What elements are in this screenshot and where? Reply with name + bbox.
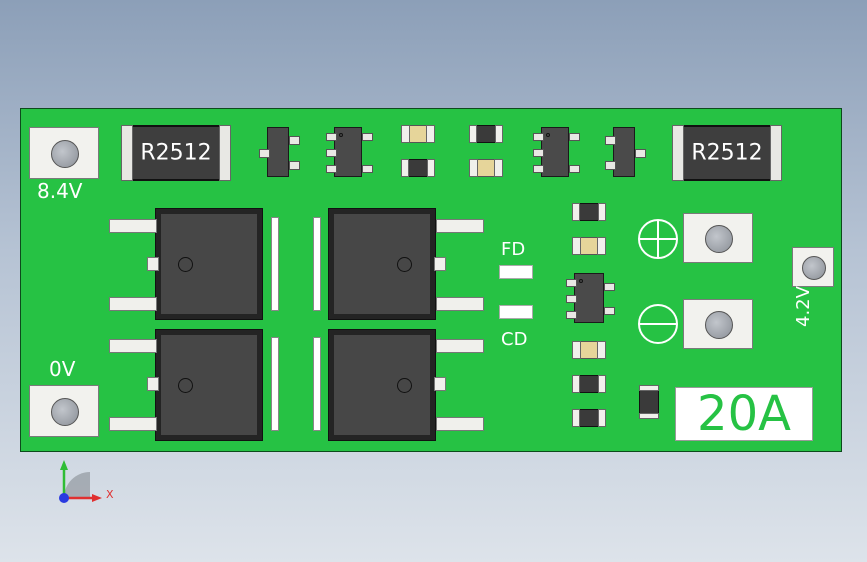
pad-minus [683,299,753,349]
capacitor-0603 [401,125,435,143]
led-fd [499,265,533,279]
capacitor-0603 [469,159,503,177]
mosfet-top-left [155,208,263,320]
sot23-right [613,127,635,177]
axis-triad-icon: X [59,460,114,503]
sot23-5-left [334,127,362,177]
ic-pin [569,165,580,173]
ic-pin [533,165,544,173]
sot23-left [267,127,289,177]
resistor-0603 [401,159,435,177]
mosfet-pin [436,297,484,311]
mosfet-pin [147,257,159,271]
mosfet-bottom-right [328,329,436,441]
mosfet-pin [436,339,484,353]
pcb-board: 8.4V 0V R2512 [20,108,842,452]
mosfet-tab [313,337,321,431]
mosfet-pin [109,339,157,353]
sot23-left-pin [259,149,270,158]
mosfet-pin [434,377,446,391]
sot23-5-right [541,127,569,177]
label-0v: 0V [49,357,76,381]
mosfet-pin [109,219,157,233]
resistor-r2512-left: R2512 [121,125,231,181]
ic-pin [362,165,373,173]
ic-pin [605,136,616,145]
label-8v4: 8.4V [37,179,83,203]
current-rating-label: 20A [697,386,791,442]
pad-plus [683,213,753,263]
label-4v2: 4.2V [793,286,814,327]
mosfet-pin [147,377,159,391]
ic-pin [604,283,615,291]
minus-circle-icon [638,304,678,344]
pad-8v4 [29,127,99,179]
mosfet-tab [271,217,279,311]
plus-circle-icon [638,219,678,259]
ic-pin [326,133,337,141]
ic-pin [533,133,544,141]
ic-pin [566,279,577,287]
resistor-0603 [572,409,606,427]
mosfet-pin [109,417,157,431]
mosfet-tab [313,217,321,311]
ic-pin [635,149,646,158]
label-fd: FD [501,239,526,260]
pad-4v2 [792,247,834,287]
mosfet-pin [109,297,157,311]
ic-pin [569,133,580,141]
resistor-0603 [469,125,503,143]
ic-pin [533,149,544,157]
ic-pin [605,161,616,170]
ic-pin [326,149,337,157]
mosfet-top-right [328,208,436,320]
sot23-left-pin [289,136,300,145]
mosfet-tab [271,337,279,431]
mosfet-pin [434,257,446,271]
mosfet-pin [436,219,484,233]
ic-pin [566,295,577,303]
resistor-label-right: R2512 [691,140,763,166]
ic-pin [604,307,615,315]
sot23-left-pin [289,161,300,170]
capacitor-0603 [572,237,606,255]
mosfet-bottom-left [155,329,263,441]
pad-0v [29,385,99,437]
resistor-vertical [639,385,659,419]
ic-pin [362,133,373,141]
resistor-label-left: R2512 [140,140,212,166]
x-axis-label: X [106,488,114,501]
current-rating-box: 20A [675,387,813,441]
led-cd [499,305,533,319]
ic-pin [566,311,577,319]
ic-pin [326,165,337,173]
label-cd: CD [501,329,528,350]
mosfet-pin [436,417,484,431]
resistor-0603 [572,375,606,393]
resistor-r2512-right: R2512 [672,125,782,181]
protection-ic [574,273,604,323]
resistor-0603 [572,203,606,221]
capacitor-0603 [572,341,606,359]
